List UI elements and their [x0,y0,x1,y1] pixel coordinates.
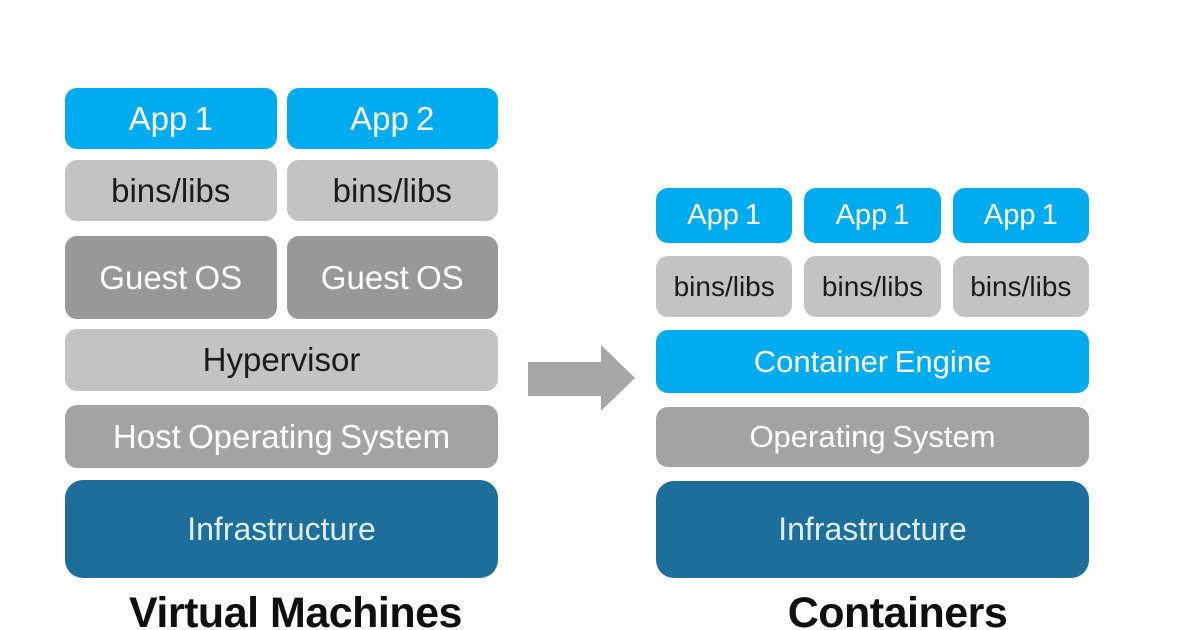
vm-guest-os-box-1: Guest OS [65,236,277,319]
containers-title: Containers [787,589,1008,630]
containers-stack: App 1 App 1 App 1 bins/libs bins/libs bi… [656,188,1089,578]
vm-host-os-row: Host Operating System [65,405,498,468]
vm-guest-os-box-2: Guest OS [286,236,498,319]
hypervisor-box: Hypervisor [65,329,498,391]
operating-system-box: Operating System [656,407,1089,467]
container-infrastructure-box: Infrastructure [656,481,1089,578]
container-infrastructure-row: Infrastructure [656,481,1089,578]
vm-hypervisor-row: Hypervisor [65,329,498,391]
container-engine-box: Container Engine [656,330,1089,393]
arrow-shaft [528,362,604,396]
vm-infrastructure-row: Infrastructure [65,480,498,578]
host-operating-system-box: Host Operating System [65,405,498,468]
virtual-machines-stack: App 1 App 2 bins/libs bins/libs Guest OS… [65,88,498,578]
container-binslibs-box-3: bins/libs [952,256,1089,317]
right-block-arrow-icon [528,345,635,412]
container-binslibs-row: bins/libs bins/libs bins/libs [656,256,1089,317]
virtual-machines-title: Virtual Machines [129,589,462,630]
vm-binslibs-box-1: bins/libs [65,160,277,221]
arrow-head [601,345,635,411]
container-app-box-3: App 1 [952,188,1089,243]
container-binslibs-box-1: bins/libs [656,256,793,317]
container-app-box-2: App 1 [804,188,941,243]
container-engine-row: Container Engine [656,330,1089,393]
vm-binslibs-row: bins/libs bins/libs [65,160,498,221]
vm-infrastructure-box: Infrastructure [65,480,498,578]
container-binslibs-box-2: bins/libs [804,256,941,317]
vm-apps-row: App 1 App 2 [65,88,498,149]
operating-system-row: Operating System [656,407,1089,467]
vm-guest-os-row: Guest OS Guest OS [65,236,498,319]
container-app-box-1: App 1 [656,188,793,243]
vm-binslibs-box-2: bins/libs [286,160,498,221]
vm-app1-box: App 1 [65,88,277,149]
container-apps-row: App 1 App 1 App 1 [656,188,1089,243]
vm-app2-box: App 2 [286,88,498,149]
